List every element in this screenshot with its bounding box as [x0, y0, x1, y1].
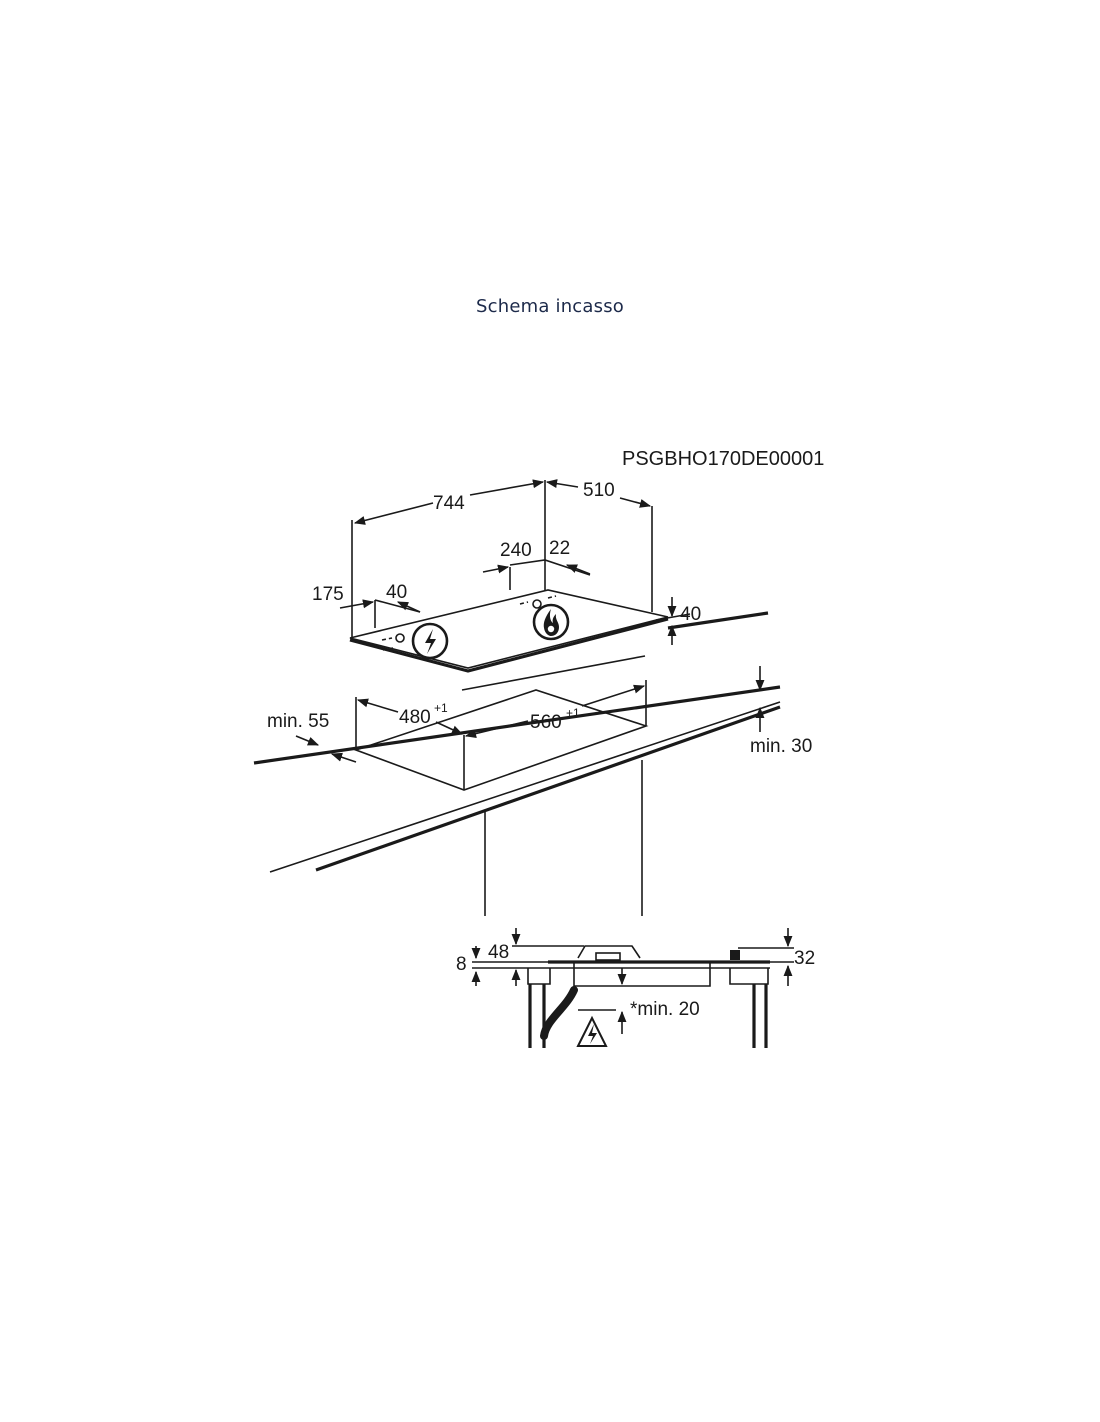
dimension-width-label: 744 — [433, 493, 465, 514]
electric-warning-icon — [411, 622, 449, 660]
hob-side-view — [527, 945, 770, 1048]
dimension-depth-label: 510 — [583, 480, 615, 501]
burner-gap-label: 22 — [549, 538, 570, 559]
hob-top-view — [349, 559, 669, 673]
burner-offset-label: 240 — [500, 540, 532, 561]
back-clearance-label: min. 30 — [750, 736, 812, 757]
front-clearance: min. 55 — [267, 711, 357, 763]
glass-thickness-label: 8 — [456, 954, 467, 975]
below-clearance-label: *min. 20 — [630, 999, 700, 1020]
gas-flame-icon — [532, 603, 570, 641]
dimension-175-40: 175 40 — [312, 582, 421, 613]
dimension-thickness: 40 — [655, 597, 701, 645]
knob-left-offset-label: 175 — [312, 584, 344, 605]
cutout-width-label: 560 — [530, 712, 562, 733]
below-clearance: *min. 20 — [617, 968, 700, 1034]
diagram-code: PSGBHO170DE00001 — [622, 448, 824, 470]
dimension-510: 510 — [545, 479, 653, 612]
thickness-label: 40 — [680, 604, 701, 625]
back-clearance: min. 30 — [750, 666, 812, 757]
burner-height-label: 48 — [488, 942, 509, 963]
cutout-depth-tolerance: +1 — [434, 701, 448, 715]
electric-warning-triangle-icon — [576, 1015, 608, 1047]
dimension-240-22: 240 22 — [482, 538, 591, 590]
side-left-dimensions: 8 48 — [456, 928, 584, 986]
front-clearance-label: min. 55 — [267, 711, 329, 732]
cutout-depth-label: 480 — [399, 707, 431, 728]
cutout-width-tolerance: +1 — [566, 706, 580, 720]
side-right-dimensions: 32 — [738, 928, 815, 986]
knob-height-label: 32 — [794, 948, 815, 969]
cutout-dimensions: 480 +1 560 +1 — [356, 684, 646, 738]
page-title: Schema incasso — [476, 296, 624, 317]
worktop — [253, 680, 781, 916]
knob-left-gap-label: 40 — [386, 582, 407, 603]
dimension-744: 744 — [351, 479, 546, 638]
